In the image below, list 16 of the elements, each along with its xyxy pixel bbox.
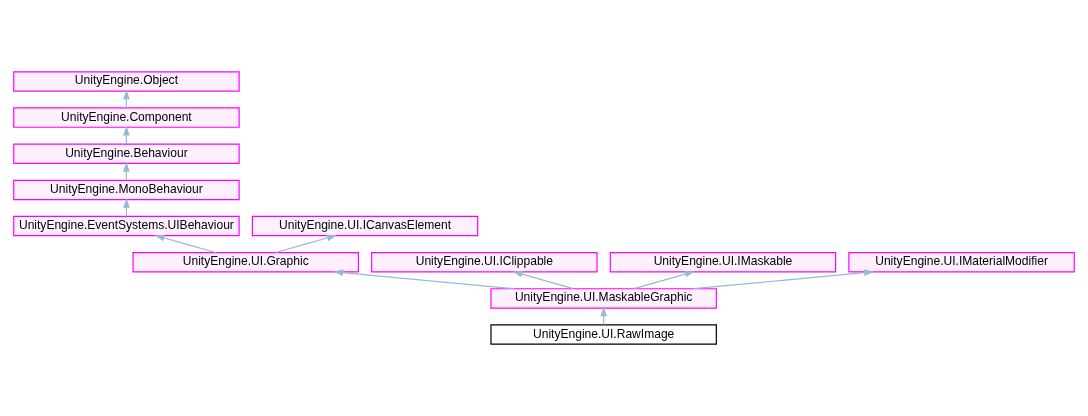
arrow <box>333 269 515 290</box>
node-box: UnityEngine.Component <box>13 107 240 128</box>
node-box: UnityEngine.EventSystems.UIBehaviour <box>13 215 240 237</box>
node-box: UnityEngine.UI.IClippable <box>371 252 598 273</box>
node-box: UnityEngine.UI.IMaskable <box>609 252 837 273</box>
node-box: UnityEngine.Behaviour <box>13 143 240 164</box>
node-box: UnityEngine.UI.RawImage <box>490 324 717 345</box>
arrow <box>692 269 874 290</box>
node-box: UnityEngine.UI.MaskableGraphic <box>490 288 717 309</box>
node-box: UnityEngine.UI.Graphic <box>132 252 359 273</box>
node-box: UnityEngine.Object <box>13 71 240 92</box>
arrow <box>600 306 608 326</box>
node-box: UnityEngine.UI.ICanvasElement <box>251 215 479 237</box>
arrow <box>123 89 130 109</box>
node-box: UnityEngine.MonoBehaviour <box>13 179 240 201</box>
node-box: UnityEngine.UI.IMaterialModifier <box>848 252 1075 273</box>
